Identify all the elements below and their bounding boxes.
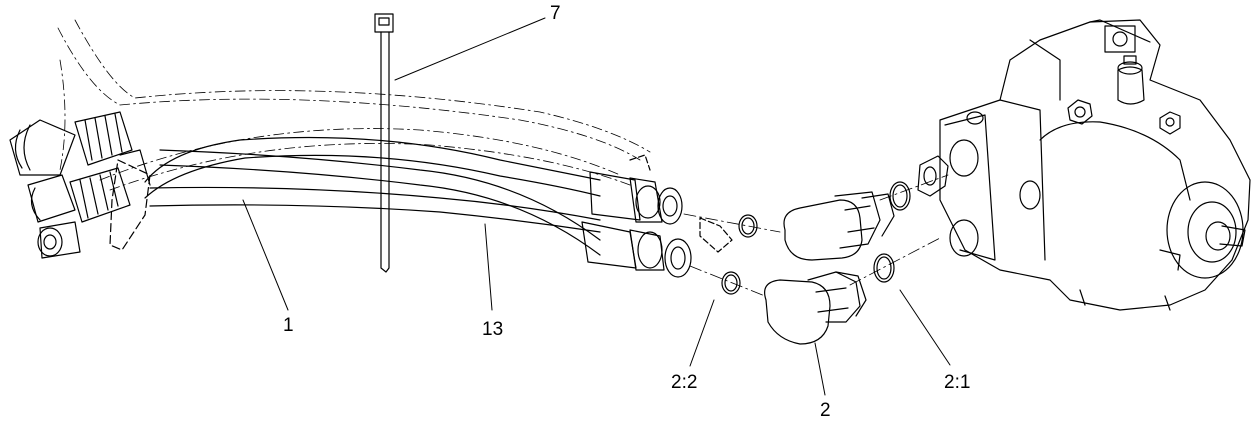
leader-line-2-2 [690, 300, 714, 366]
ghost-hoses [58, 20, 650, 190]
cable-tie [375, 14, 393, 272]
left-fittings [10, 112, 150, 258]
leader-line-13 [485, 224, 492, 310]
hose-13 [160, 150, 600, 255]
callout-hose-13: 13 [482, 319, 504, 340]
leader-line-7 [395, 18, 545, 80]
callout-hose-1: 1 [283, 315, 294, 336]
assembly-centerlines [684, 175, 948, 296]
hose-1 [145, 138, 600, 233]
callout-o-ring-2-2: 2:2 [671, 372, 698, 393]
hose-end-fittings [582, 155, 732, 277]
leader-line-1 [243, 200, 288, 310]
callout-o-ring-2-1: 2:1 [944, 372, 971, 393]
hydraulic-pump [918, 20, 1250, 310]
o-rings [722, 182, 910, 294]
leader-lines [243, 18, 950, 395]
leader-line-2 [815, 343, 825, 395]
callout-fitting: 2 [820, 400, 831, 421]
lower-elbow-fitting [765, 272, 866, 344]
upper-elbow-fitting [784, 192, 894, 260]
callout-cable-tie: 7 [550, 3, 561, 24]
leader-line-2-1 [900, 290, 950, 365]
